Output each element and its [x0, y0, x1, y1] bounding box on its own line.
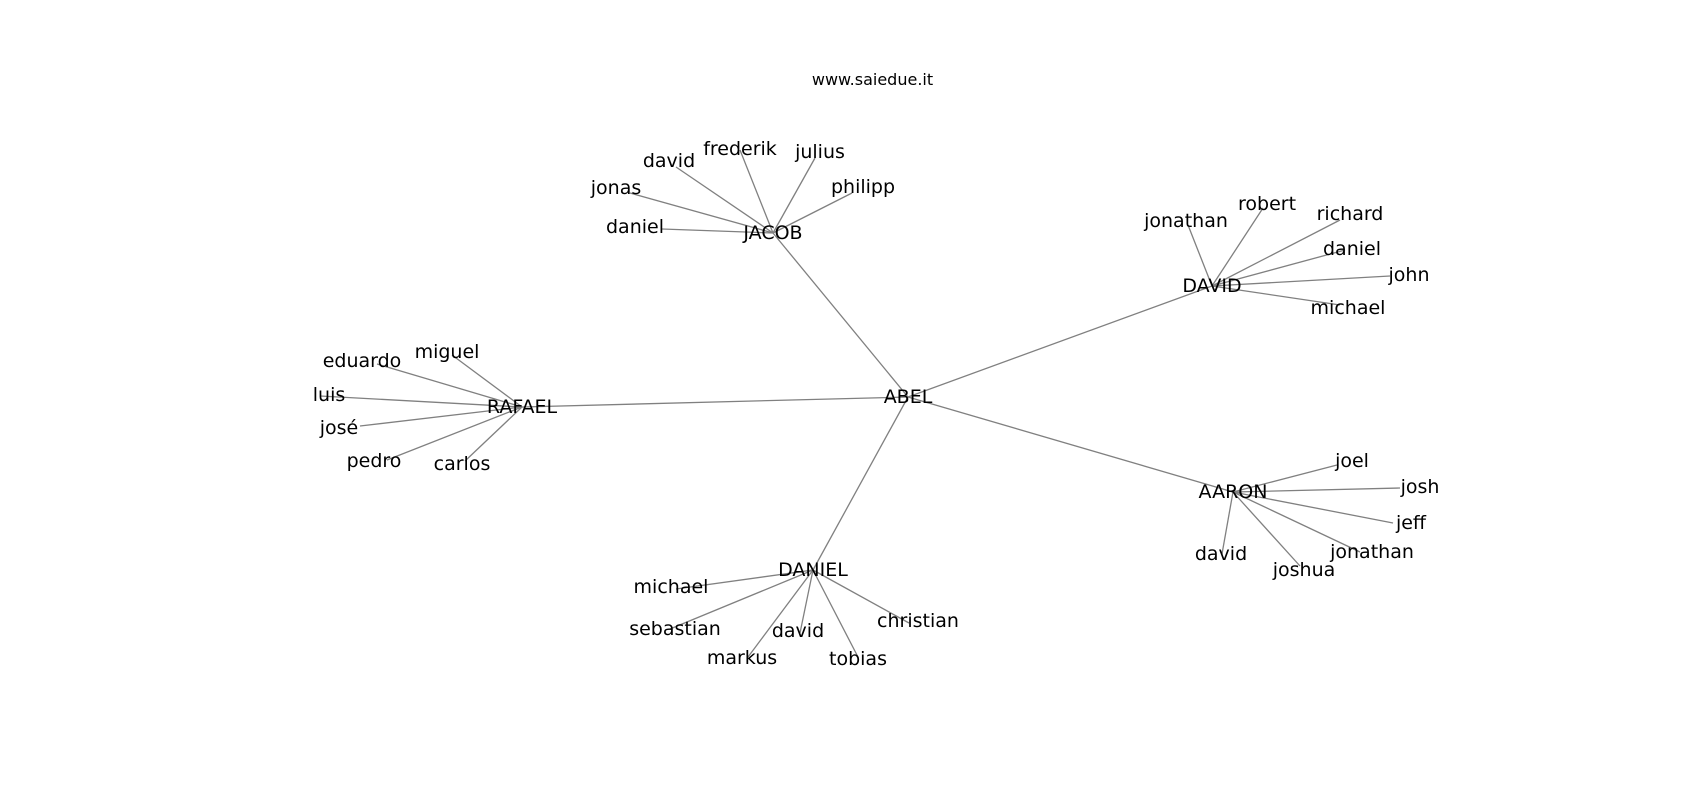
edge-abel-jacob [772, 232, 909, 398]
node-rafael-jose: josé [319, 417, 359, 439]
edge-david-jonathan [1187, 224, 1213, 287]
edge-aaron-jonathan [1232, 491, 1361, 553]
edge-jacob-julius [772, 157, 816, 234]
edge-david-michael [1211, 285, 1341, 306]
node-jacob-frederik: frederik [703, 138, 777, 160]
node-david-daniel: daniel [1323, 238, 1381, 260]
node-daniel-christian: christian [877, 610, 959, 632]
node-jacob-david: david [643, 150, 695, 172]
edge-david-richard [1211, 219, 1341, 287]
edge-abel-daniel [812, 396, 909, 571]
edge-abel-david [907, 285, 1213, 398]
edge-aaron-josh [1232, 487, 1401, 493]
edge-rafael-eduardo [376, 363, 523, 408]
edge-david-john [1211, 275, 1391, 287]
node-aaron-david: david [1195, 543, 1247, 565]
node-rafael-miguel: miguel [415, 341, 480, 363]
edge-daniel-michael [675, 569, 814, 590]
edge-daniel-markus [747, 569, 814, 658]
node-daniel-markus: markus [707, 647, 777, 669]
edges-layer [319, 149, 1401, 658]
node-rafael: RAFAEL [487, 396, 558, 418]
edge-rafael-miguel [451, 354, 523, 408]
node-david-michael: michael [1311, 297, 1386, 319]
node-david-robert: robert [1238, 193, 1296, 215]
edge-david-robert [1211, 207, 1264, 287]
page-title: www.saiedue.it [811, 70, 934, 89]
edge-daniel-tobias [812, 569, 859, 658]
edge-aaron-joshua [1232, 491, 1301, 567]
node-aaron-jonathan: jonathan [1329, 541, 1414, 563]
edge-jacob-frederik [739, 149, 774, 234]
edge-daniel-david [799, 569, 814, 634]
node-rafael-carlos: carlos [434, 453, 491, 475]
labels-layer: ABEL JACOB david frederik julius jonas philipp… [313, 138, 1440, 670]
edge-aaron-jeff [1232, 491, 1394, 524]
node-aaron-joshua: joshua [1272, 559, 1336, 581]
edge-david-daniel [1211, 249, 1346, 287]
edge-aaron-david [1221, 491, 1234, 555]
edge-jacob-david [675, 166, 774, 234]
node-david-john: john [1388, 264, 1430, 286]
node-rafael-pedro: pedro [347, 450, 402, 472]
node-aaron: AARON [1199, 481, 1268, 503]
edge-rafael-carlos [464, 406, 523, 462]
node-daniel-tobias: tobias [829, 648, 887, 670]
edge-abel-aaron [907, 396, 1234, 493]
node-rafael-luis: luis [313, 384, 346, 406]
node-jacob-jonas: jonas [590, 177, 642, 199]
node-daniel: DANIEL [778, 559, 848, 581]
node-daniel-michael: michael [634, 576, 709, 598]
edge-rafael-luis [319, 395, 523, 408]
node-daniel-david: david [772, 620, 824, 642]
node-david-richard: richard [1317, 203, 1384, 225]
node-david-jonathan: jonathan [1143, 210, 1228, 232]
node-aaron-joel: joel [1334, 450, 1369, 472]
edge-jacob-jonas [629, 192, 774, 234]
edge-daniel-sebastian [669, 569, 814, 630]
edge-jacob-daniel [661, 228, 774, 234]
node-jacob-daniel: daniel [606, 216, 664, 238]
node-david: DAVID [1182, 275, 1241, 297]
node-rafael-eduardo: eduardo [323, 350, 402, 372]
edge-abel-rafael [521, 396, 909, 408]
edge-rafael-jose [359, 406, 523, 427]
node-jacob-julius: julius [794, 141, 845, 163]
edge-daniel-christian [812, 569, 910, 624]
node-aaron-josh: josh [1400, 476, 1440, 498]
node-abel: ABEL [884, 386, 933, 408]
edge-jacob-philipp [772, 192, 853, 234]
edge-aaron-joel [1232, 464, 1338, 493]
edge-rafael-pedro [386, 406, 523, 461]
node-jacob-philipp: philipp [831, 176, 895, 198]
node-daniel-sebastian: sebastian [629, 618, 721, 640]
node-aaron-jeff: jeff [1395, 512, 1427, 534]
node-jacob: JACOB [742, 222, 802, 244]
